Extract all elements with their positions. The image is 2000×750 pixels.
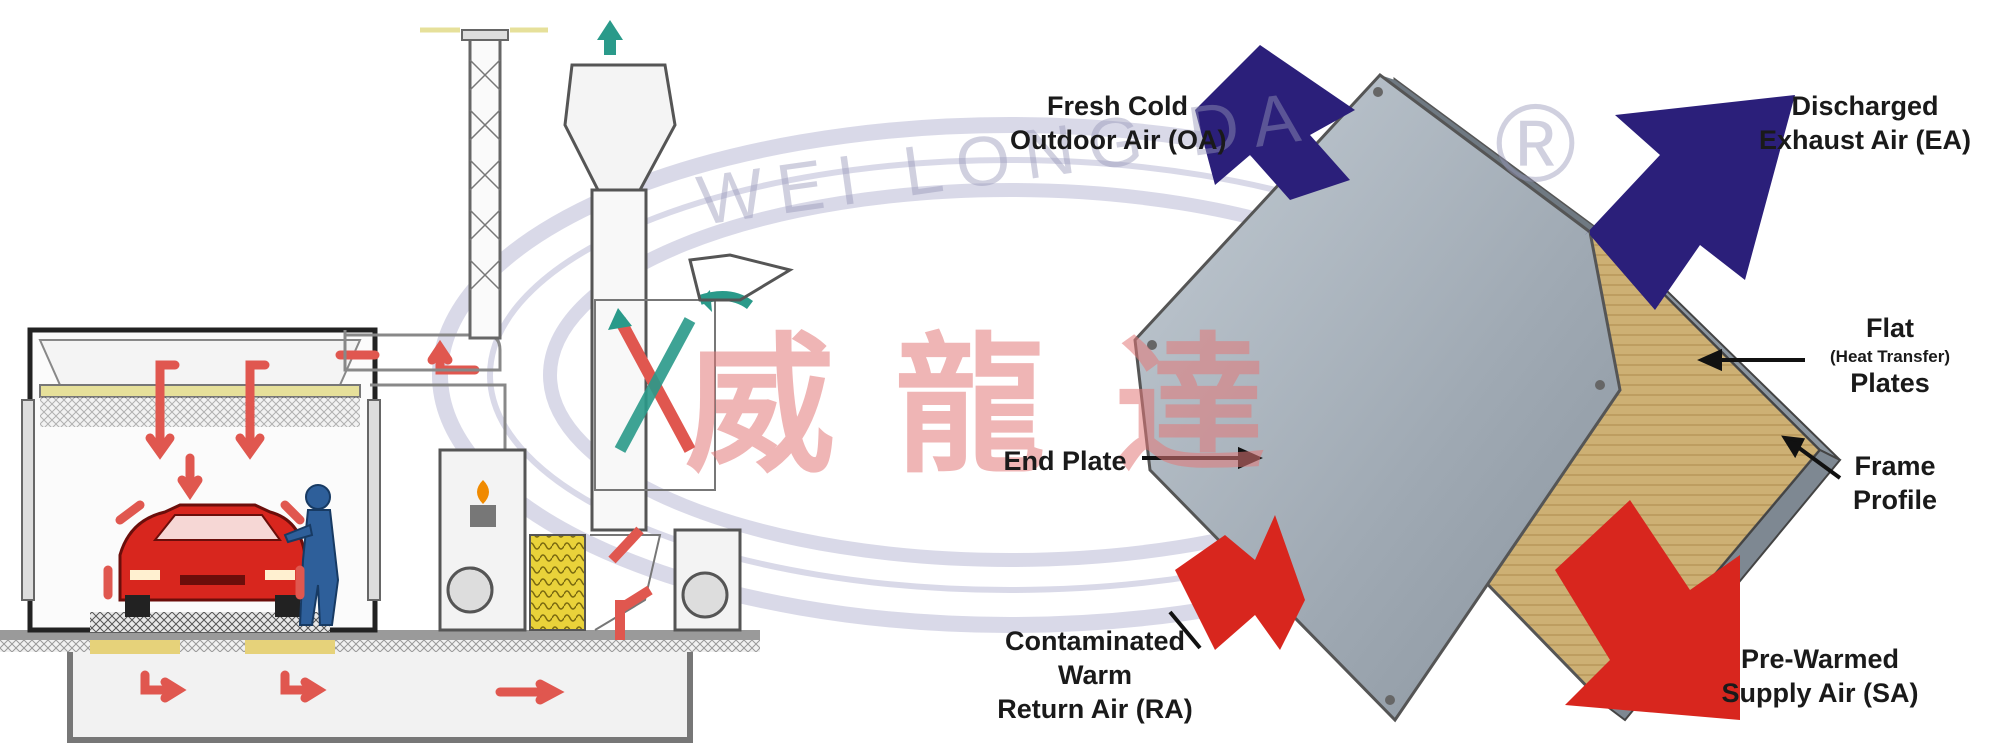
label-fresh-outdoor-air: Fresh Cold Outdoor Air (OA) [1010, 90, 1227, 158]
label-flat-plates: Flat (Heat Transfer) Plates [1800, 312, 1980, 401]
label-discharged-exhaust-air-line1: Discharged [1791, 91, 1939, 121]
car [118, 503, 307, 617]
fresh-air-arrow [1195, 45, 1355, 200]
watermark-chinese-2: 龍 [895, 318, 1046, 494]
label-supply-air-line1: Pre-Warmed [1740, 644, 1900, 674]
label-return-air: Contaminated Warm Return Air (RA) [985, 625, 1205, 726]
label-return-air-line3: Return Air (RA) [997, 693, 1193, 724]
label-frame-profile: Frame Profile [1830, 450, 1960, 518]
label-discharged-exhaust-air-line2: Exhaust Air (EA) [1758, 124, 1972, 155]
airflow-arrows [1175, 45, 1795, 720]
label-discharged-exhaust-air: Discharged Exhaust Air (EA) [1730, 90, 2000, 158]
supply-air-arrow [1555, 500, 1740, 720]
exhaust-air-arrow [1585, 95, 1795, 310]
label-pointers [1142, 348, 1842, 650]
label-return-air-line2: Warm [1057, 659, 1132, 690]
return-air-arrow [1175, 515, 1305, 650]
label-return-air-line1: Contaminated [1004, 626, 1185, 656]
watermark-registered-mark: ® [1495, 82, 1577, 205]
label-fresh-outdoor-air-line1: Fresh Cold [1046, 91, 1188, 121]
label-flat-plates-line1: Flat [1865, 313, 1914, 343]
label-frame-profile-line1: Frame [1854, 451, 1936, 481]
label-flat-plates-line3: Plates [1850, 368, 1930, 398]
label-end-plate: End Plate [1003, 446, 1127, 476]
label-frame-profile-line2: Profile [1852, 484, 1938, 515]
watermark-chinese-1: 威 [685, 318, 836, 494]
label-supply-air: Pre-Warmed Supply Air (SA) [1705, 643, 1935, 711]
label-fresh-outdoor-air-line2: Outdoor Air (OA) [1010, 124, 1227, 155]
watermark-chinese-3: 達 [1115, 318, 1266, 494]
spray-booth-illustration [0, 20, 794, 743]
label-supply-air-line2: Supply Air (SA) [1721, 677, 1919, 708]
label-flat-plates-line2: (Heat Transfer) [1830, 346, 1950, 366]
